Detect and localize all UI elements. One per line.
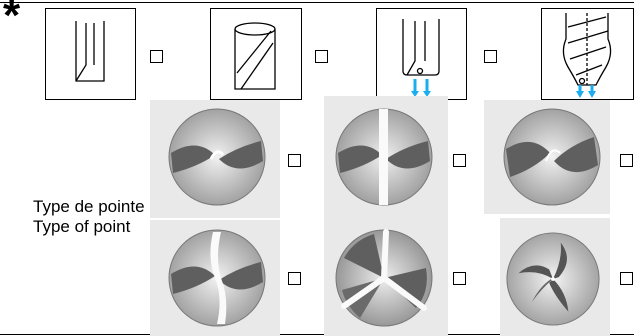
point-type-checkbox-2[interactable] bbox=[453, 154, 466, 167]
point-slotted-icon bbox=[334, 107, 434, 207]
tool-type-checkbox-2[interactable] bbox=[315, 50, 328, 63]
twist-drill-coolant-icon bbox=[541, 8, 634, 100]
point-s-thinned-icon bbox=[167, 107, 267, 207]
tool-type-checkbox-3[interactable] bbox=[484, 50, 497, 63]
point-three-flute-icon bbox=[334, 228, 434, 328]
tool-type-checkbox-1[interactable] bbox=[150, 50, 163, 63]
point-type-checkbox-1[interactable] bbox=[288, 154, 301, 167]
point-type-checkbox-3[interactable] bbox=[620, 154, 633, 167]
bottom-rule bbox=[0, 334, 634, 335]
point-three-lip-icon bbox=[505, 231, 601, 327]
point-type-checkbox-4[interactable] bbox=[288, 272, 301, 285]
point-type-label-en: Type of point bbox=[33, 217, 131, 236]
point-type-checkbox-6[interactable] bbox=[620, 272, 633, 285]
point-wide-chisel-icon bbox=[502, 107, 602, 207]
twist-drill-icon bbox=[210, 8, 302, 100]
top-rule bbox=[0, 2, 634, 3]
point-type-label-fr: Type de pointe bbox=[33, 197, 145, 216]
point-split-icon bbox=[167, 228, 267, 328]
straight-shank-icon bbox=[45, 8, 136, 100]
point-type-checkbox-5[interactable] bbox=[453, 272, 466, 285]
required-marker: * bbox=[3, 0, 21, 40]
straight-shank-coolant-icon bbox=[376, 8, 467, 100]
